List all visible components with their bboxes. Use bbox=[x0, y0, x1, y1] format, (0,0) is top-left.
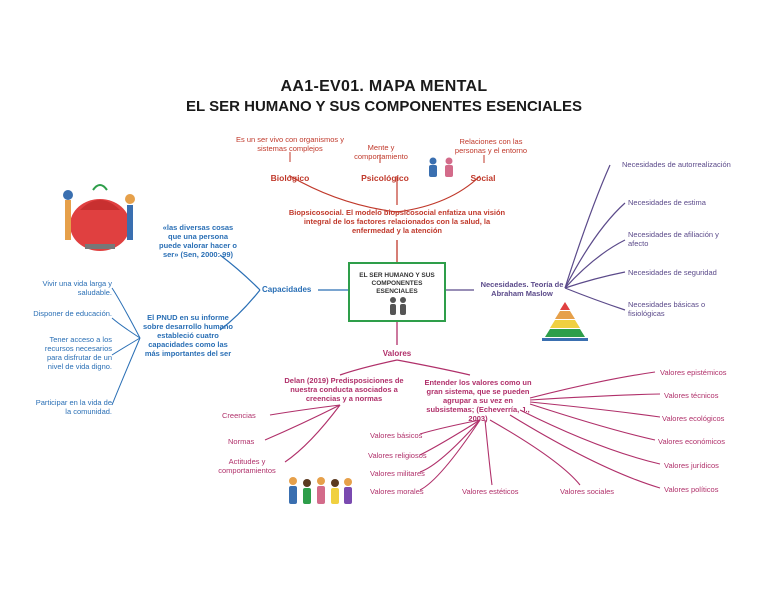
social-desc: Relaciones con las personas y el entorno bbox=[454, 137, 528, 155]
page-title: AA1-EV01. MAPA MENTAL bbox=[280, 78, 488, 95]
necesidad-item: Necesidades de autorrealización bbox=[622, 160, 731, 169]
center-node-label: EL SER HUMANO Y SUS COMPONENTES ESENCIAL… bbox=[359, 272, 435, 295]
psicologico-desc: Mente y comportamiento bbox=[354, 143, 408, 161]
valor-right-item: Valores epistémicos bbox=[660, 368, 727, 377]
capacidad-item: Tener acceso a los recursos necesarios p… bbox=[44, 335, 112, 371]
necesidad-item: Necesidades de afiliación y afecto bbox=[628, 230, 719, 248]
delan-item: Normas bbox=[228, 437, 255, 446]
capacidad-item: Vivir una vida larga y saludable. bbox=[42, 279, 112, 297]
necesidad-item: Necesidades básicas o fisiológicas bbox=[628, 300, 706, 318]
necesidad-item: Necesidades de seguridad bbox=[628, 268, 717, 277]
valor-left-item: Valores militares bbox=[370, 469, 425, 478]
valor-left-item: Valores estéticos bbox=[462, 487, 519, 496]
valor-left-item: Valores religiosos bbox=[368, 451, 427, 460]
biologico-label: Biológico bbox=[270, 173, 310, 183]
social-label: Social bbox=[470, 173, 496, 183]
delan-item: Creencias bbox=[222, 411, 256, 420]
valor-right-item: Valores económicos bbox=[658, 437, 725, 446]
maslow-pyramid-icon bbox=[542, 302, 588, 341]
social-people-icon bbox=[429, 157, 453, 177]
valores-delan: Delan (2019) Predisposiciones de nuestra… bbox=[284, 376, 404, 403]
biologico-desc: Es un ser vivo con organismos y sistemas… bbox=[236, 135, 344, 153]
page-subtitle: EL SER HUMANO Y SUS COMPONENTES ESENCIAL… bbox=[186, 98, 582, 115]
people-icon bbox=[390, 297, 406, 315]
valor-left-item: Valores sociales bbox=[560, 487, 615, 496]
valor-left-item: Valores morales bbox=[370, 487, 424, 496]
valores-label: Valores bbox=[382, 349, 412, 358]
necesidades-label: Necesidades. Teoría de Abraham Maslow bbox=[480, 280, 564, 298]
group-illustration bbox=[289, 477, 352, 504]
valor-right-item: Valores jurídicos bbox=[664, 461, 719, 470]
valor-right-item: Valores ecológicos bbox=[662, 414, 725, 423]
valor-right-item: Valores técnicos bbox=[664, 391, 719, 400]
psicologico-label: Psicológico bbox=[361, 173, 409, 183]
center-node: EL SER HUMANO Y SUS COMPONENTES ESENCIAL… bbox=[348, 262, 446, 322]
valor-right-item: Valores políticos bbox=[664, 485, 719, 494]
capacidades-definition: «las diversas cosas que una persona pued… bbox=[159, 223, 237, 259]
valores-sistema: Entender los valores como un gran sistem… bbox=[424, 378, 532, 423]
valor-left-item: Valores básicos bbox=[370, 431, 423, 440]
capacidad-item: Participar en la vida de la comunidad. bbox=[35, 398, 112, 416]
necesidad-item: Necesidades de estima bbox=[628, 198, 706, 207]
health-illustration bbox=[63, 184, 135, 251]
capacidades-label: Capacidades bbox=[262, 285, 312, 294]
delan-item: Actitudes y comportamientos bbox=[218, 457, 276, 475]
capacidad-item: Disponer de educación. bbox=[33, 309, 112, 318]
capacidades-pnud: El PNUD en su informe sobre desarrollo h… bbox=[142, 313, 234, 358]
biopsicosocial-summary: Biopsicosocial. El modelo biopsicosocial… bbox=[288, 208, 506, 235]
